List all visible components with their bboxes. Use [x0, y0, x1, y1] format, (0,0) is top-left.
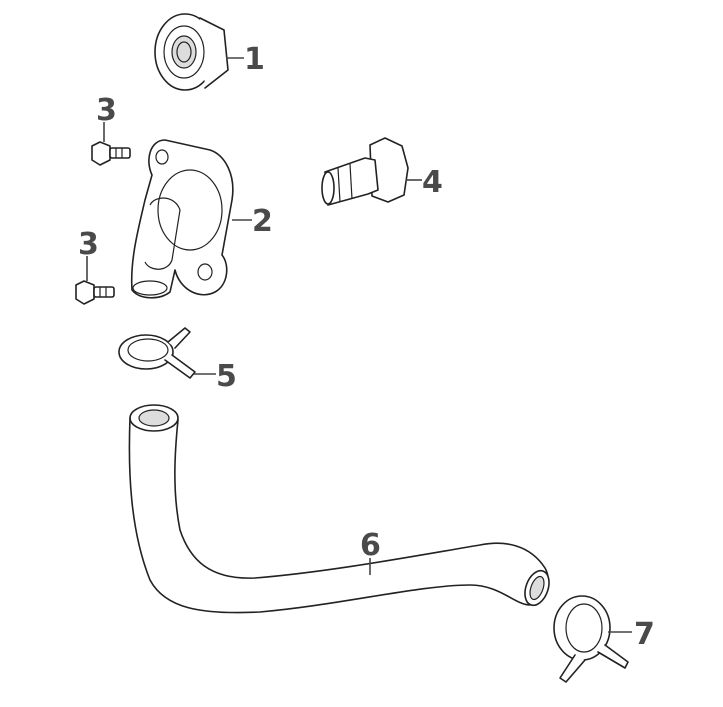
part-4-temperature-sensor[interactable] [321, 137, 409, 206]
part-5-water-hose[interactable] [128, 404, 553, 614]
part-7-hose-clamp[interactable] [553, 595, 629, 683]
callout-1: 1 [244, 42, 265, 77]
callout-7: 7 [634, 617, 655, 652]
callout-2: 2 [252, 204, 273, 239]
part-6-hose-clamp[interactable] [118, 327, 196, 379]
callout-3-upper: 3 [96, 93, 117, 128]
part-3-bolt-upper[interactable] [91, 141, 131, 166]
callout-4: 4 [422, 165, 443, 200]
part-1-thermostat-seal[interactable] [154, 13, 229, 91]
callout-6: 5 [216, 359, 237, 394]
callout-3-lower: 3 [78, 227, 99, 262]
callout-5: 6 [360, 528, 381, 563]
part-2-water-outlet[interactable] [130, 139, 234, 299]
part-3-bolt-lower[interactable] [75, 280, 115, 305]
